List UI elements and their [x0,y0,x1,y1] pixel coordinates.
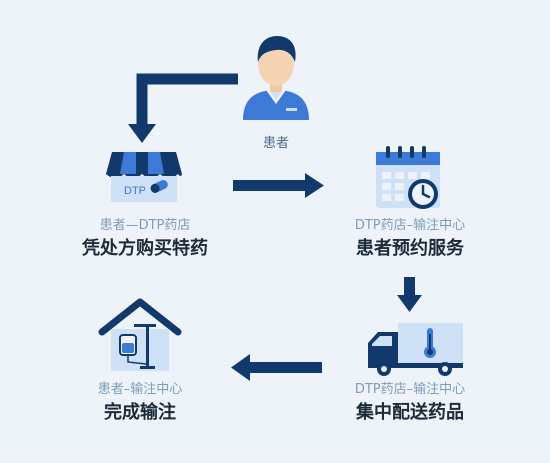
store-icon: DTP [106,152,182,202]
infusion-sub-label: 患者–输注中心 [97,382,183,397]
arrow-patient-to-pharmacy [128,73,238,143]
store-sign-text: DTP [124,185,146,197]
delivery-main-label: 集中配送药品 [356,402,464,423]
patient-label: 患者 [262,136,289,151]
delivery-sub-label: DTP药店–输注中心 [354,382,466,397]
appointment-main-label: 患者预约服务 [356,238,464,259]
arrow-down [397,277,422,312]
person-icon [243,36,309,120]
pharmacy-sub-label: 患者—DTP药店 [99,218,191,233]
house-iv-icon [98,298,182,371]
arrow-left [231,354,322,381]
arrow-right [233,173,324,198]
pharmacy-main-label: 凭处方购买特药 [82,238,208,259]
infusion-main-label: 完成输注 [104,402,176,423]
truck-thermometer-icon [368,323,463,376]
calendar-clock-icon [376,146,440,209]
appointment-sub-label: DTP药店–输注中心 [354,218,466,233]
